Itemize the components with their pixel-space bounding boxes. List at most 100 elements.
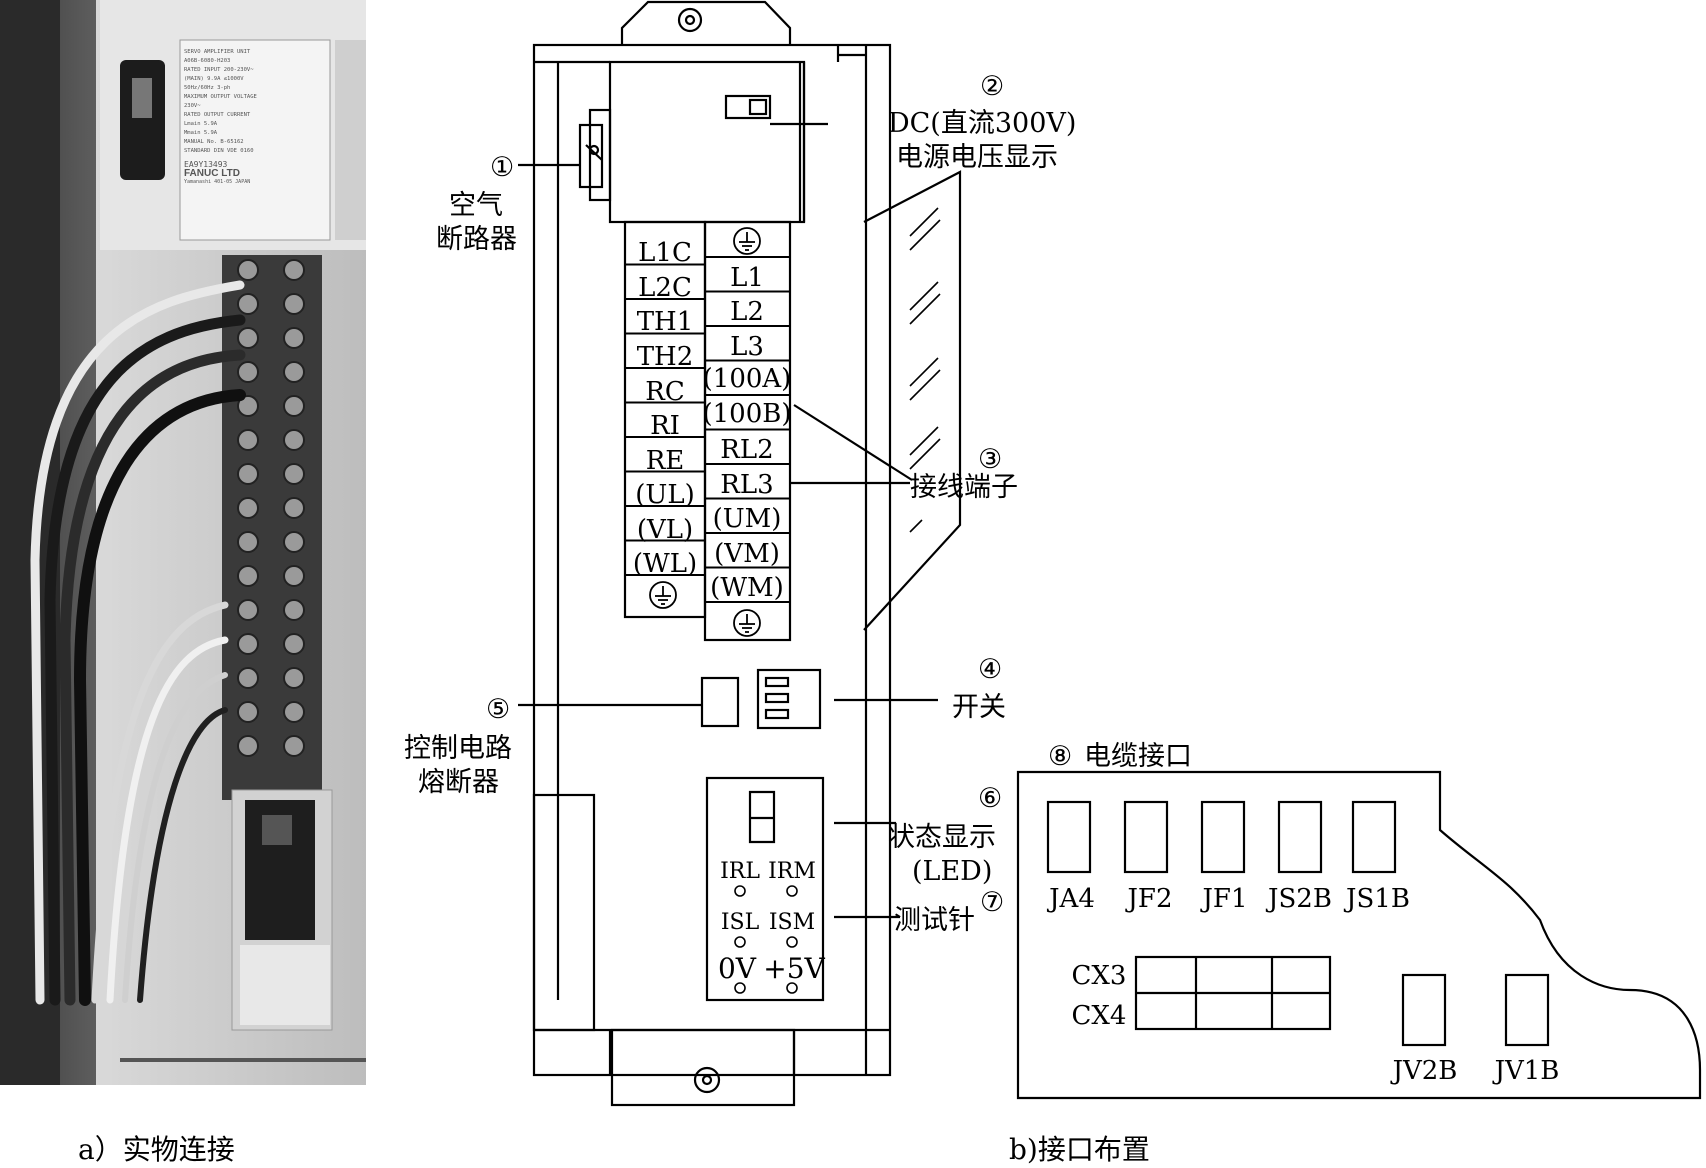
terminal-label-vl: (VL) xyxy=(637,515,693,545)
callout-8-number: ⑧ xyxy=(1048,741,1072,772)
terminal-screw xyxy=(237,463,259,485)
connector-js2b xyxy=(1277,800,1323,874)
terminal-label-rl3: RL3 xyxy=(720,470,773,500)
nameplate-line: Lmain 5.9A xyxy=(184,121,218,127)
terminal-label-th1: TH1 xyxy=(637,307,694,337)
terminal-label-rc: RC xyxy=(645,377,684,407)
callout-5-label: 熔断器 xyxy=(418,767,499,798)
ground-icon xyxy=(733,609,761,637)
connector-jv1b xyxy=(1504,973,1550,1047)
terminal-label-ri: RI xyxy=(650,411,680,441)
terminal-label-l2: L2 xyxy=(730,297,764,327)
nameplate-line: MANUAL No. B-65162 xyxy=(184,139,244,145)
test-pin-label-0v: 0V xyxy=(718,952,757,985)
bottom-mount-tab xyxy=(610,1028,796,1107)
connector-jv2b xyxy=(1401,973,1447,1047)
terminal-screw xyxy=(283,599,305,621)
connector-jf2 xyxy=(1123,800,1169,874)
terminal-screw xyxy=(283,429,305,451)
ground-icon xyxy=(649,581,677,609)
test-pin-label-5v: +5V xyxy=(763,952,825,985)
top-mount-tab xyxy=(620,0,792,45)
connector-ja4 xyxy=(1046,800,1092,874)
callout-4-number: ④ xyxy=(978,654,1002,685)
connector-label-js1b: JS1B xyxy=(1343,884,1410,914)
callout-6-label: 状态显示 xyxy=(888,822,996,853)
terminal-screw xyxy=(283,735,305,757)
terminal-screws xyxy=(237,259,305,757)
callout-5-number: ⑤ xyxy=(486,694,510,725)
callout-5-label: 控制电路 xyxy=(404,733,512,764)
nameplate-line: MAXIMUM OUTPUT VOLTAGE xyxy=(184,94,257,100)
test-pins xyxy=(734,885,798,994)
nameplate-line: A06B-6080-H203 xyxy=(184,58,231,64)
test-pin-label-ism: ISM xyxy=(769,910,815,935)
terminal-screw xyxy=(283,667,305,689)
test-pin-label-irm: IRM xyxy=(768,859,816,884)
terminal-screw xyxy=(237,633,259,655)
terminal-screw xyxy=(237,293,259,315)
connector-jf1 xyxy=(1200,800,1246,874)
callout-1-number: ① xyxy=(490,152,514,183)
nameplate-serial: EA9Y13493 xyxy=(184,160,228,169)
terminal-screw xyxy=(237,327,259,349)
terminal-screw xyxy=(283,327,305,349)
callout-3-label: 接线端子 xyxy=(910,472,1018,503)
callout-7-number: ⑦ xyxy=(980,887,1004,918)
housing-outline xyxy=(532,43,892,1077)
terminal-screw xyxy=(237,701,259,723)
connector-js1b xyxy=(1351,800,1397,874)
connector-label-jv1b: JV1B xyxy=(1492,1056,1560,1086)
connector-label-ja4: JA4 xyxy=(1046,884,1095,914)
callout-6-number: ⑥ xyxy=(978,783,1002,814)
nameplate-line: (MAIN) 9.9A ≤1000V xyxy=(184,76,244,82)
connector-label-jv2b: JV2B xyxy=(1390,1056,1458,1086)
callout-4-label: 开关 xyxy=(952,692,1006,723)
breaker-block xyxy=(608,60,806,224)
terminal-screw xyxy=(283,531,305,553)
terminal-screw xyxy=(283,293,305,315)
terminal-label-wm: (WM) xyxy=(710,573,784,603)
nameplate-line: SERVO AMPLIFIER UNIT xyxy=(184,49,251,55)
terminal-screw xyxy=(237,735,259,757)
callout-2-label: DC(直流300V) xyxy=(888,108,1076,139)
nameplate-line: STANDARD DIN VDE 0160 xyxy=(184,148,254,154)
callout-3-number: ③ xyxy=(978,444,1002,475)
terminal-label-vm: (VM) xyxy=(714,539,780,569)
callout-1-label: 断路器 xyxy=(436,224,517,255)
terminal-screw xyxy=(237,531,259,553)
nameplate-brand-sub: Yamanashi 401-05 JAPAN xyxy=(184,179,251,185)
nameplate-brand: FANUC LTD xyxy=(184,168,240,179)
nameplate-line: 230V~ xyxy=(184,103,201,109)
terminal-screw xyxy=(237,497,259,519)
test-pin-label-isl: ISL xyxy=(721,910,760,935)
terminal-label-100b: (100B) xyxy=(702,399,791,429)
terminal-label-100a: (100A) xyxy=(703,364,792,394)
connector-label-jf2: JF2 xyxy=(1124,884,1172,914)
terminal-screw xyxy=(283,701,305,723)
callout-8-label: 电缆接口 xyxy=(1084,741,1192,772)
terminal-label-um: (UM) xyxy=(713,504,782,534)
terminal-screw xyxy=(283,565,305,587)
status-panel xyxy=(705,776,825,1002)
nameplate: SERVO AMPLIFIER UNIT A06B-6080-H203 RATE… xyxy=(184,48,328,187)
connector-label-cx4: CX4 xyxy=(1072,1001,1127,1031)
terminal-screw xyxy=(237,599,259,621)
photo-real-connection: SERVO AMPLIFIER UNIT A06B-6080-H203 RATE… xyxy=(0,0,366,1085)
callout-1-label: 空气 xyxy=(449,190,503,221)
ground-icon xyxy=(733,227,761,255)
nameplate-line: Mmain 5.9A xyxy=(184,130,218,136)
connector-label-js2b: JS2B xyxy=(1265,884,1332,914)
terminal-label-l3: L3 xyxy=(730,332,764,362)
connector-board-outline xyxy=(1016,770,1702,1100)
connector-label-cx3: CX3 xyxy=(1072,961,1127,991)
terminal-label-rl2: RL2 xyxy=(720,435,773,465)
dc-voltage-indicator xyxy=(724,94,772,120)
terminal-screw xyxy=(237,395,259,417)
terminal-screw xyxy=(283,395,305,417)
caption-left: a）实物连接 xyxy=(78,1133,235,1166)
callout-7-label: 测试针 xyxy=(894,905,975,936)
terminal-screw xyxy=(283,259,305,281)
terminal-label-wl: (WL) xyxy=(633,549,697,579)
